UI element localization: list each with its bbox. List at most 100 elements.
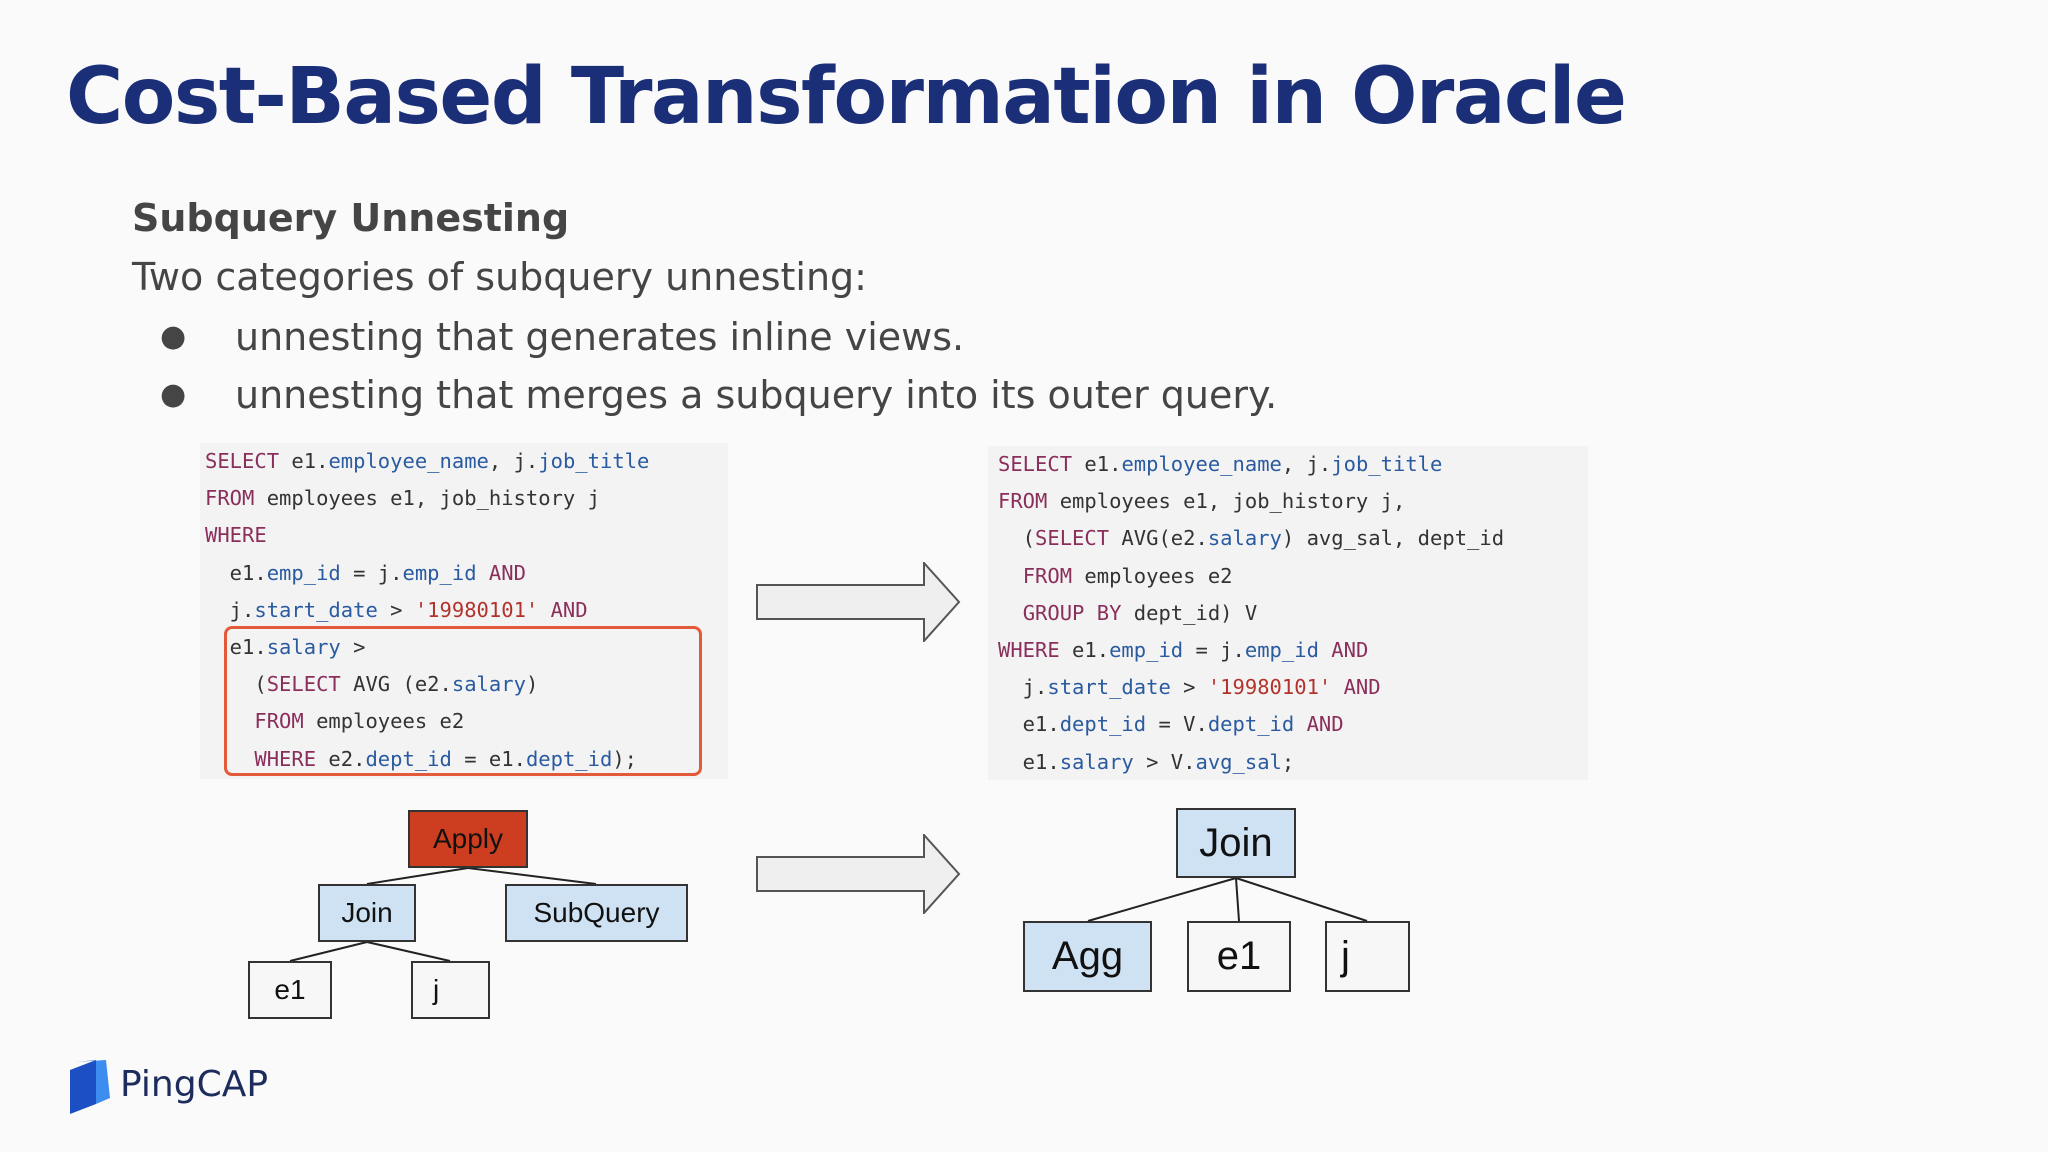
code-token: SELECT bbox=[998, 452, 1073, 476]
tree-edge bbox=[467, 867, 597, 885]
code-token: SELECT bbox=[266, 672, 341, 697]
code-token: dept_id bbox=[1207, 712, 1295, 737]
code-line: j.start_date > '19980101' AND bbox=[205, 592, 588, 629]
code-token: > bbox=[340, 635, 366, 659]
code-token: GROUP BY bbox=[1022, 600, 1122, 625]
code-token: , j. bbox=[1281, 452, 1332, 476]
code-line: e1.dept_id = V.dept_id AND bbox=[998, 706, 1344, 743]
code-token: salary bbox=[451, 672, 526, 697]
code-token: e1. bbox=[205, 635, 267, 659]
code-token: FROM bbox=[205, 486, 255, 511]
code-line: SELECT e1.employee_name, j.job_title bbox=[205, 443, 649, 480]
code-line: FROM employees e1, job_history j bbox=[205, 480, 600, 517]
bullet-text: unnesting that merges a subquery into it… bbox=[235, 373, 1278, 417]
code-token: AND bbox=[1294, 712, 1344, 737]
code-token: , j. bbox=[488, 449, 539, 473]
code-line: WHERE bbox=[205, 517, 267, 554]
bullet-text: unnesting that generates inline views. bbox=[235, 315, 965, 359]
code-token: WHERE bbox=[998, 638, 1060, 662]
tree-node-join: Join bbox=[318, 884, 416, 942]
code-token: = j. bbox=[340, 560, 403, 585]
code-token: AND bbox=[538, 597, 588, 622]
code-line: WHERE e1.emp_id = j.emp_id AND bbox=[998, 632, 1368, 669]
code-token: FROM bbox=[254, 709, 304, 734]
code-token: > bbox=[377, 597, 415, 622]
tree-edge bbox=[366, 941, 451, 962]
tree-edge bbox=[366, 867, 469, 885]
code-line: (SELECT AVG (e2.salary) bbox=[205, 666, 538, 703]
code-token: FROM bbox=[998, 489, 1048, 514]
tree-edge bbox=[1235, 877, 1240, 922]
code-token: dept_id bbox=[525, 746, 613, 771]
code-token: WHERE bbox=[205, 523, 267, 548]
code-token: employees e1, job_history j, bbox=[1047, 489, 1406, 514]
code-token: salary bbox=[1059, 749, 1134, 774]
tree-node-apply: Apply bbox=[408, 810, 528, 868]
code-token: salary bbox=[266, 635, 341, 659]
code-token: ) avg_sal, dept_id bbox=[1281, 526, 1505, 551]
pingcap-logo-text: PingCAP bbox=[120, 1064, 269, 1105]
code-token: employees e1, job_history j bbox=[254, 486, 600, 511]
tree-node-e1: e1 bbox=[248, 961, 332, 1019]
subquery-highlight-box bbox=[224, 626, 702, 776]
code-token: job_title bbox=[538, 449, 650, 473]
tree-edge bbox=[1235, 877, 1368, 922]
code-token: emp_id bbox=[1109, 638, 1184, 662]
tree-node-agg: Agg bbox=[1023, 921, 1152, 992]
tree-edge bbox=[1087, 877, 1237, 922]
code-line: e1.salary > bbox=[205, 629, 366, 666]
code-token: employee_name bbox=[328, 449, 489, 473]
code-token: SELECT bbox=[205, 449, 280, 473]
code-token: AVG (e2. bbox=[340, 672, 452, 697]
code-token: dept_id bbox=[365, 746, 452, 771]
code-line: FROM employees e2 bbox=[205, 703, 464, 740]
code-token: job_title bbox=[1331, 452, 1443, 476]
code-token: SELECT bbox=[1035, 526, 1110, 551]
code-token: employee_name bbox=[1121, 452, 1282, 476]
code-token: employees e2 bbox=[1072, 563, 1233, 588]
code-token: dept_id) V bbox=[1121, 600, 1258, 625]
code-token: avg_sal bbox=[1195, 749, 1282, 774]
tree-node-subquery: SubQuery bbox=[505, 884, 688, 942]
code-token: FROM bbox=[1022, 563, 1073, 588]
code-line: FROM employees e2 bbox=[998, 558, 1233, 595]
code-line: j.start_date > '19980101' AND bbox=[998, 669, 1381, 706]
code-token: start_date bbox=[1047, 675, 1171, 700]
code-token: AND bbox=[476, 560, 526, 585]
code-token: = j. bbox=[1183, 638, 1245, 662]
code-token: > V. bbox=[1133, 749, 1196, 774]
code-token: emp_id bbox=[1244, 638, 1319, 662]
tree-node-join: Join bbox=[1176, 808, 1296, 878]
code-token: AND bbox=[1318, 638, 1369, 662]
code-line: (SELECT AVG(e2.salary) avg_sal, dept_id bbox=[998, 520, 1504, 557]
code-token: salary bbox=[1207, 526, 1282, 551]
code-token: = e1. bbox=[451, 746, 526, 771]
code-token: employees e2 bbox=[303, 709, 465, 734]
code-line: FROM employees e1, job_history j, bbox=[998, 483, 1405, 520]
code-token: AND bbox=[1331, 675, 1381, 700]
code-token: > bbox=[1170, 675, 1208, 700]
tree-node-e1: e1 bbox=[1187, 921, 1291, 992]
code-line: e1.emp_id = j.emp_id AND bbox=[205, 555, 526, 592]
code-line: e1.salary > V.avg_sal; bbox=[998, 744, 1295, 781]
code-token: WHERE bbox=[254, 746, 317, 771]
code-line: GROUP BY dept_id) V bbox=[998, 595, 1258, 632]
code-token: ); bbox=[612, 746, 638, 771]
bullet-dot-icon: ● bbox=[160, 319, 187, 354]
code-token: ) bbox=[525, 672, 539, 697]
code-line: SELECT e1.employee_name, j.job_title bbox=[998, 446, 1442, 483]
code-token: e1. bbox=[1059, 638, 1110, 662]
tree-node-j: j bbox=[411, 961, 490, 1019]
code-token: e2. bbox=[316, 746, 366, 771]
bullet-dot-icon: ● bbox=[160, 377, 187, 412]
code-token: '19980101' bbox=[1207, 675, 1332, 700]
code-token: = V. bbox=[1146, 712, 1208, 737]
code-token: e1. bbox=[998, 749, 1060, 774]
code-token: e1. bbox=[1072, 452, 1122, 476]
code-line: WHERE e2.dept_id = e1.dept_id); bbox=[205, 741, 637, 778]
code-token: ( bbox=[205, 672, 267, 697]
